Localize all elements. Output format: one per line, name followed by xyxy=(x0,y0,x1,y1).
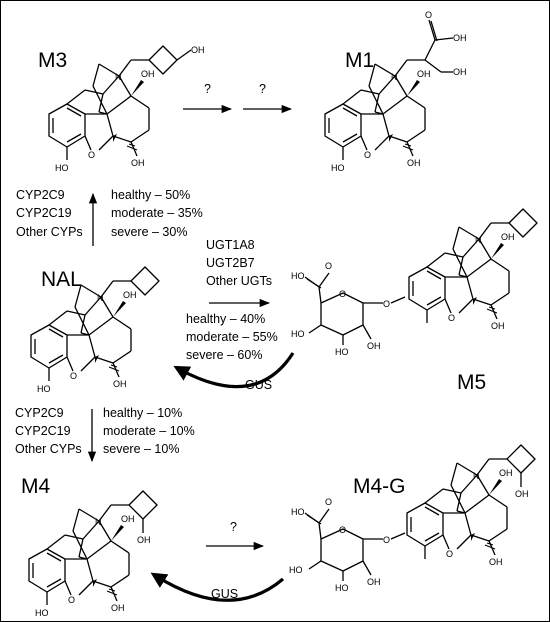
svg-text:OH: OH xyxy=(499,468,513,478)
m1-structure: N OH HO O OH OH O OH xyxy=(324,10,467,173)
svg-text:O: O xyxy=(383,535,390,545)
gus-label-m4g: GUS xyxy=(211,587,238,601)
svg-text:moderate – 35%: moderate – 35% xyxy=(111,206,203,220)
svg-text:N: N xyxy=(475,235,482,245)
svg-text:HO: HO xyxy=(335,583,349,593)
svg-text:moderate – 10%: moderate – 10% xyxy=(103,424,195,438)
m5-glucuronide: HO O O HO HO OH O xyxy=(291,261,406,357)
m1-step1-unknown: ? xyxy=(204,82,211,96)
svg-text:O: O xyxy=(325,261,332,271)
svg-text:OH: OH xyxy=(453,67,467,77)
label-m5: M5 xyxy=(457,371,486,394)
svg-text:O: O xyxy=(448,313,455,323)
svg-text:OH: OH xyxy=(367,341,381,351)
label-m4g: M4-G xyxy=(353,475,406,498)
svg-text:OH: OH xyxy=(367,577,381,587)
m4-formation-rates: healthy – 10% moderate – 10% severe – 10… xyxy=(103,406,195,456)
svg-text:OH: OH xyxy=(123,290,137,300)
svg-text:severe – 60%: severe – 60% xyxy=(186,348,262,362)
svg-text:O: O xyxy=(425,10,432,20)
svg-text:HO: HO xyxy=(291,329,305,339)
svg-text:N: N xyxy=(115,72,122,82)
svg-text:O: O xyxy=(446,549,453,559)
label-m3: M3 xyxy=(38,49,67,72)
nal-structure: N OH HO O OH xyxy=(30,266,160,394)
svg-text:severe – 10%: severe – 10% xyxy=(103,442,179,456)
svg-text:OH: OH xyxy=(489,557,503,567)
svg-text:O: O xyxy=(325,497,332,507)
svg-text:CYP2C19: CYP2C19 xyxy=(16,206,72,220)
svg-text:HO: HO xyxy=(331,163,345,173)
svg-text:CYP2C19: CYP2C19 xyxy=(15,424,71,438)
svg-text:OH: OH xyxy=(453,33,467,43)
svg-text:O: O xyxy=(88,150,95,160)
label-m1: M1 xyxy=(345,49,374,72)
svg-text:HO: HO xyxy=(289,565,303,575)
svg-text:N: N xyxy=(391,72,398,82)
svg-text:HO: HO xyxy=(37,384,51,394)
svg-text:Other CYPs: Other CYPs xyxy=(15,442,82,456)
svg-text:O: O xyxy=(339,289,346,299)
svg-text:healthy – 10%: healthy – 10% xyxy=(103,406,182,420)
svg-text:N: N xyxy=(97,293,104,303)
svg-text:O: O xyxy=(339,525,346,535)
m5-formation-rates: healthy – 40% moderate – 55% severe – 60… xyxy=(186,312,278,362)
svg-text:OH: OH xyxy=(141,69,155,79)
svg-text:OH: OH xyxy=(121,514,135,524)
label-m4: M4 xyxy=(21,475,50,498)
svg-text:OH: OH xyxy=(131,158,145,168)
svg-text:Other UGTs: Other UGTs xyxy=(206,274,272,288)
svg-text:HO: HO xyxy=(55,163,69,173)
svg-text:UGT2B7: UGT2B7 xyxy=(206,256,255,270)
svg-text:HO: HO xyxy=(291,271,305,281)
arrow-m4g-m4-gus xyxy=(150,572,285,602)
m5-structure: N OH O OH xyxy=(408,208,538,331)
svg-text:HO: HO xyxy=(35,608,49,618)
svg-text:N: N xyxy=(473,471,480,481)
gus-label-m5: GUS xyxy=(245,378,272,392)
svg-text:O: O xyxy=(383,299,390,309)
svg-text:moderate – 55%: moderate – 55% xyxy=(186,330,278,344)
m5-enzymes: UGT1A8 UGT2B7 Other UGTs xyxy=(206,238,272,288)
svg-text:HO: HO xyxy=(335,347,349,357)
svg-text:OH: OH xyxy=(111,603,125,613)
m3-formation-rates: healthy – 50% moderate – 35% severe – 30… xyxy=(111,188,203,239)
m4g-step-unknown: ? xyxy=(230,520,237,534)
svg-text:OH: OH xyxy=(491,321,505,331)
svg-text:UGT1A8: UGT1A8 xyxy=(206,238,255,252)
svg-text:O: O xyxy=(68,595,75,605)
svg-text:OH: OH xyxy=(137,535,151,545)
svg-text:OH: OH xyxy=(515,489,529,499)
svg-text:HO: HO xyxy=(291,507,305,517)
svg-text:CYP2C9: CYP2C9 xyxy=(15,406,64,420)
svg-text:OH: OH xyxy=(113,379,127,389)
svg-text:OH: OH xyxy=(501,232,515,242)
svg-text:OH: OH xyxy=(417,69,431,79)
svg-text:Other CYPs: Other CYPs xyxy=(16,225,83,239)
m4-structure: N OH HO O OH OH xyxy=(28,490,158,618)
m3-structure: N OH HO O OH OH xyxy=(48,45,205,173)
svg-text:OH: OH xyxy=(191,45,205,55)
svg-text:N: N xyxy=(95,517,102,527)
m4-enzymes: CYP2C9 CYP2C19 Other CYPs xyxy=(15,406,82,456)
svg-text:healthy – 40%: healthy – 40% xyxy=(186,312,265,326)
svg-text:O: O xyxy=(70,371,77,381)
svg-text:O: O xyxy=(364,150,371,160)
m1-step2-unknown: ? xyxy=(259,82,266,96)
svg-text:healthy – 50%: healthy – 50% xyxy=(111,188,190,202)
m4g-glucuronide: HO O O HO HO OH O xyxy=(289,497,406,593)
m3-enzymes: CYP2C9 CYP2C19 Other CYPs xyxy=(16,188,83,239)
m4g-structure: N OH O OH OH xyxy=(406,444,536,567)
svg-text:severe – 30%: severe – 30% xyxy=(111,225,187,239)
svg-text:CYP2C9: CYP2C9 xyxy=(16,188,65,202)
label-nal: NAL xyxy=(41,268,82,291)
svg-text:OH: OH xyxy=(407,158,421,168)
arrow-m5-nal-gus xyxy=(173,352,295,389)
